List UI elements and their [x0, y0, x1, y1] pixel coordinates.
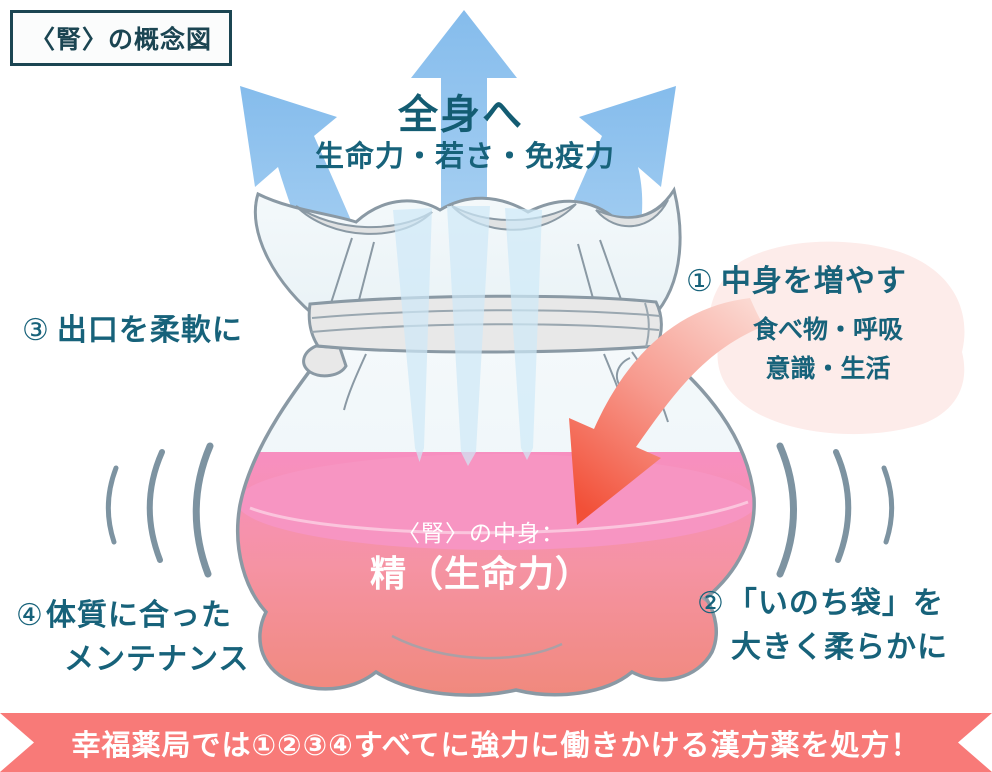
- bag-tie-band: [302, 294, 663, 378]
- point-2-text-line1: 「いのち袋」を: [726, 586, 944, 621]
- point-1-detail-line2: 意識・生活: [765, 354, 891, 383]
- point-4-label: ④体質に合った: [16, 590, 232, 634]
- title-box: 〈腎〉の概念図: [10, 10, 233, 66]
- heading-to-whole-body: 全身へ: [398, 92, 524, 138]
- red-inflow-arrow-icon: [569, 298, 764, 525]
- point-3-number: ③: [22, 313, 50, 348]
- subheading-vitality: 生命力・若さ・免疫力: [314, 139, 615, 173]
- vibration-arcs-right-icon: [776, 442, 895, 578]
- point-1-text: 中身を増やす: [720, 264, 907, 299]
- point-4-number: ④: [16, 598, 44, 633]
- point-4-text-line2: メンテナンス: [64, 642, 250, 677]
- liquid: [237, 452, 755, 696]
- point-2-number: ②: [697, 586, 725, 621]
- point-2-label: ②「いのち袋」を: [697, 578, 944, 622]
- title-label: 〈腎〉の概念図: [30, 25, 213, 54]
- pink-bubble: [709, 241, 965, 435]
- point-1-details: 食べ物・呼吸 意識・生活: [712, 310, 944, 388]
- bag-contents-value: 精（生命力）: [369, 554, 592, 595]
- point-4-text-line1: 体質に合った: [45, 598, 232, 633]
- point-3-text: 出口を柔軟に: [56, 313, 243, 348]
- banner-text: 幸福薬局では①②③④すべてに強力に働きかける漢方薬を処方！: [71, 727, 921, 762]
- point-2-text-line2: 大きく柔らかに: [731, 630, 948, 665]
- point-1-number: ①: [686, 264, 714, 299]
- bottom-ribbon-banner: 幸福薬局では①②③④すべてに強力に働きかける漢方薬を処方！: [0, 713, 992, 772]
- bag-contents-label: 〈腎〉の中身：: [397, 521, 565, 547]
- point-1-detail-line1: 食べ物・呼吸: [752, 315, 903, 344]
- energy-streams: [393, 206, 542, 466]
- vibration-arcs-left-icon: [105, 442, 214, 578]
